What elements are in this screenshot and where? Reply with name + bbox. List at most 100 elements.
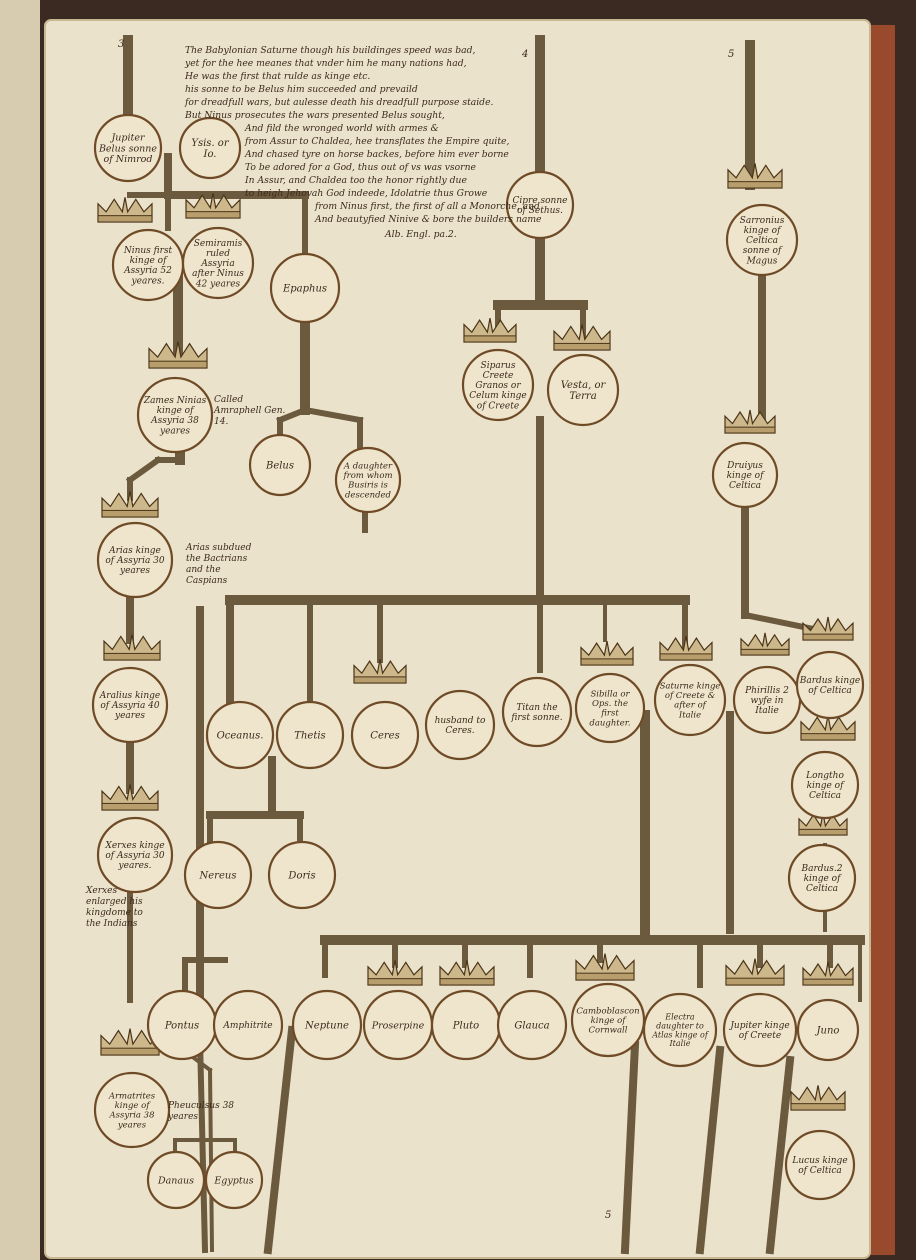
crown-band bbox=[724, 426, 776, 434]
person-label-line: first sonne. bbox=[510, 713, 562, 723]
crown-band bbox=[798, 828, 848, 836]
person-circle bbox=[784, 1129, 856, 1201]
person-circle bbox=[181, 226, 255, 300]
person-proserpine: Proserpine bbox=[362, 989, 434, 1061]
person-label-line: Italie bbox=[754, 706, 779, 716]
person-circle bbox=[267, 840, 337, 910]
person-label-line: kinge of bbox=[115, 1101, 152, 1111]
person-label: Ceres bbox=[370, 731, 399, 742]
person-label-line: Egyptus bbox=[213, 1175, 253, 1186]
crown-band bbox=[185, 211, 241, 219]
person-label-line: Terra bbox=[569, 391, 596, 402]
person-label: Oceanus. bbox=[217, 731, 264, 742]
person-circle bbox=[574, 672, 646, 744]
person-label-line: Lucus kinge bbox=[791, 1156, 847, 1166]
person-circle bbox=[496, 989, 568, 1061]
note-line: 14. bbox=[214, 417, 228, 427]
person-circle bbox=[212, 989, 284, 1061]
person-label-line: Juno bbox=[815, 1026, 840, 1037]
person-label-line: kinge of bbox=[807, 781, 845, 791]
lineage-line bbox=[765, 1055, 795, 1255]
page-number-4: 4 bbox=[521, 49, 528, 60]
facing-page bbox=[0, 0, 40, 1260]
person-circle bbox=[795, 650, 865, 720]
crown-band bbox=[463, 335, 517, 343]
verse-block: The Babylonian Saturne though his buildi… bbox=[184, 45, 542, 240]
person-label-line: Longtho bbox=[805, 771, 844, 781]
person-label-line: wyfe in bbox=[751, 696, 784, 706]
person-label-line: after Ninus bbox=[192, 269, 244, 279]
lineage-line bbox=[196, 1036, 209, 1254]
person-label-line: first bbox=[600, 709, 619, 719]
person-label-line: Celtica bbox=[746, 236, 778, 246]
note-line: kingdome to bbox=[86, 908, 143, 918]
person-belus: Belus bbox=[248, 433, 312, 497]
person-label-line: Proserpine bbox=[371, 1020, 425, 1031]
person-label-line: Camboblascon bbox=[576, 1007, 639, 1017]
note-line: enlarged his bbox=[86, 897, 143, 907]
person-label: Doris bbox=[287, 871, 315, 882]
person-juno: Juno bbox=[796, 998, 860, 1062]
crown-band bbox=[790, 1103, 846, 1111]
lineage-line bbox=[125, 455, 163, 485]
person-circle bbox=[93, 113, 163, 183]
person-label-line: Bardus.2 bbox=[800, 864, 842, 874]
person-label: Epaphus bbox=[282, 284, 327, 295]
crowns bbox=[97, 163, 856, 1111]
person-label-line: Assyria 52 bbox=[123, 266, 172, 276]
lineage-line bbox=[263, 1025, 297, 1255]
manuscript-page bbox=[44, 19, 871, 1259]
person-label: Pluto bbox=[452, 1021, 479, 1032]
person-label-line: Semiramis bbox=[194, 239, 243, 249]
person-label-line: kinge of bbox=[804, 874, 842, 884]
person-label-line: yeares bbox=[119, 566, 150, 576]
person-label-line: A daughter bbox=[343, 462, 393, 472]
person-circle bbox=[183, 840, 253, 910]
verse-citation: Alb. Engl. pa.2. bbox=[384, 229, 457, 240]
person-circle bbox=[505, 170, 575, 240]
person-label: Glauca bbox=[514, 1021, 549, 1032]
person-glauca: Glauca bbox=[496, 989, 568, 1061]
person-label-line: Ceres. bbox=[445, 726, 474, 736]
person-egyptus: Egyptus bbox=[204, 1150, 264, 1210]
lineage-line bbox=[301, 406, 364, 424]
person-neptune: Neptune bbox=[291, 989, 363, 1061]
person-pontus: Pontus bbox=[146, 989, 218, 1061]
person-label-line: from whom bbox=[342, 471, 392, 481]
person-label-line: Italie bbox=[669, 1039, 691, 1048]
person-label-line: of Nimrod bbox=[104, 154, 153, 165]
person-label-line: Siparus bbox=[481, 361, 516, 371]
person-label-line: daughter. bbox=[589, 718, 630, 728]
lineage-line bbox=[276, 406, 309, 424]
person-label-line: Cornwall bbox=[589, 1026, 628, 1036]
person-label-line: Assyria 38 bbox=[150, 416, 199, 426]
crown-band bbox=[101, 509, 159, 518]
